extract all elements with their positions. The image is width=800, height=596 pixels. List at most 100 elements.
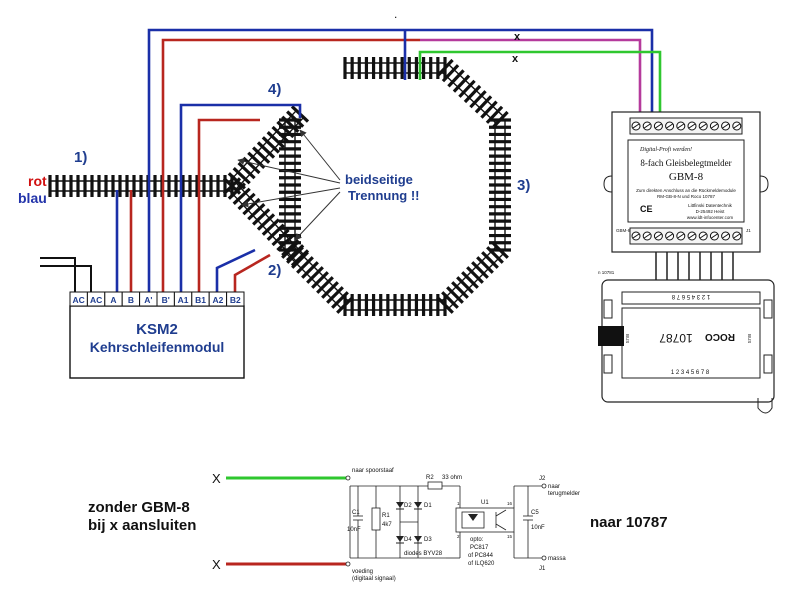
- gbm8-desc-line1: Zum direkten Anschluss an die Rückmeldem…: [636, 188, 736, 193]
- track-label-4: 4): [268, 81, 281, 98]
- ksm2-terminal-label: A': [144, 295, 152, 305]
- circuit-d2: D2: [404, 503, 412, 509]
- octagon-track-section: [343, 294, 447, 316]
- ksm2-terminal-label: B: [128, 295, 134, 305]
- ksm2-module: AC AC A B A' B' A1 B1 A2 B2 KSM2 Kehrschleifenmod…: [69, 291, 245, 379]
- wires: [40, 28, 734, 292]
- track-label-3: 3): [517, 177, 530, 194]
- gbm8-top-terminals: [631, 121, 742, 131]
- wire-b2-to-section2: [233, 253, 271, 292]
- gbm8-bottom-terminals: [631, 231, 742, 241]
- circuit-r1-value: 4k7: [382, 522, 392, 528]
- ksm2-terminal-label: B1: [195, 295, 206, 305]
- circuit-opto-line2: of PC844: [468, 553, 494, 559]
- gbm8-title-line1: 8-fach Gleisbelegtmelder: [640, 158, 731, 168]
- trennung-line2: Trennung !!: [348, 188, 420, 203]
- gbm8-desc-line2: RM-GB-8-N und Roco 10787: [657, 194, 716, 199]
- circuit-right-label: naar 10787: [590, 514, 668, 531]
- wire-label-x-green: x: [512, 53, 519, 65]
- ksm2-terminal-label: A1: [178, 295, 189, 305]
- wire-label-x-top: x: [514, 31, 521, 43]
- circuit-j2: J2: [539, 476, 546, 482]
- gbm8-maker-line2: D-25492 Heist: [696, 209, 726, 214]
- circuit-c5-value: 10nF: [531, 525, 545, 531]
- roco-top-numbers: 1 2 3 4 5 6 7 8: [671, 293, 710, 299]
- gbm8-maker-line1: Littfinski Datentechnik: [688, 203, 733, 208]
- ksm2-subtitle: Kehrschleifenmodul: [90, 339, 225, 355]
- circuit-j1: J1: [539, 566, 546, 572]
- gbm8-title-line2: GBM-8: [669, 171, 704, 183]
- octagon-track-section: [281, 241, 354, 314]
- ksm2-terminal-label: AC: [90, 295, 102, 305]
- ksm2-terminal-label: B2: [230, 295, 241, 305]
- circuit-left-line1: zonder GBM-8: [88, 499, 190, 516]
- track-label-2: 2): [268, 262, 281, 279]
- trennung-line1: beidseitige: [345, 172, 413, 187]
- circuit-naar-spoorstaaf: naar spoorstaaf: [352, 468, 394, 474]
- trennung-arrows: [237, 129, 341, 241]
- circuit-x-top: X: [212, 471, 221, 486]
- circuit-diodes: diodes BYV28: [404, 551, 443, 557]
- circuit-u1: U1: [481, 500, 489, 506]
- circuit-schematic: X X zonder GBM-8 bij x aansluiten naar 1…: [88, 468, 668, 582]
- circuit-d3: D3: [424, 537, 432, 543]
- circuit-r2-value: 33 ohm: [442, 475, 462, 481]
- gbm8-ce: CE: [640, 204, 653, 214]
- bus-connector: [598, 326, 624, 346]
- circuit-naar-line1: naar: [548, 484, 560, 490]
- circuit-c1: C1: [352, 510, 360, 516]
- circuit-pin1: 1: [457, 501, 460, 506]
- wire-green-x: [418, 50, 662, 120]
- roco-10787-module: 1 2 3 4 5 6 7 8 10787 ROCO BUS BUS 1 2 3…: [598, 279, 775, 414]
- wire-a1-to-section4: [179, 103, 302, 292]
- top-dot: .: [394, 7, 397, 21]
- wire-b1-to-section4: [197, 118, 260, 292]
- circuit-d4: D4: [404, 537, 412, 543]
- ksm2-terminal-label: B': [162, 295, 170, 305]
- ksm2-terminal-label: A: [110, 295, 116, 305]
- ksm2-terminal-strip: AC AC A B A' B' A1 B1 A2 B2: [69, 291, 245, 307]
- track-layout: [48, 57, 511, 316]
- lead-in-track: [48, 175, 234, 197]
- ksm2-terminal-label: AC: [73, 295, 85, 305]
- circuit-opto-line1: PC817: [470, 545, 489, 551]
- circuit-opto: opto:: [470, 537, 484, 543]
- gbm8-maker-line3: www.ldt-infocenter.com: [687, 215, 734, 220]
- roco-bus-right: BUS: [747, 334, 752, 343]
- circuit-d1: D1: [424, 503, 432, 509]
- ksm2-terminal: [226, 291, 245, 307]
- track-label-1: 1): [74, 149, 87, 166]
- wire-magenta-to-gbm: [420, 38, 642, 120]
- circuit-left-line2: bij x aansluiten: [88, 517, 196, 534]
- octagon-track-section: [436, 58, 509, 130]
- roco-brand: ROCO: [705, 331, 735, 342]
- circuit-pin2: 2: [457, 534, 460, 539]
- roco-bottom-numbers: 1 2 3 4 5 6 7 8: [671, 370, 710, 376]
- circuit-pin16: 16: [507, 501, 513, 506]
- circuit-voeding-line1: voeding: [352, 569, 373, 575]
- circuit-naar-line2: terugmelder: [548, 491, 580, 497]
- circuit-c5: C5: [531, 510, 539, 516]
- wire-a2-to-section2: [215, 248, 256, 292]
- octagon-track-section: [489, 118, 511, 252]
- circuit-c1-value: 10nF: [347, 527, 361, 533]
- gbm8-j1: J1: [746, 228, 751, 233]
- circuit-pin15: 15: [507, 534, 513, 539]
- gbm8-side-label: GBM-8: [616, 228, 631, 233]
- circuit-massa: massa: [548, 556, 566, 562]
- circuit-r2: R2: [426, 475, 434, 481]
- ksm2-terminal-label: A2: [212, 295, 223, 305]
- circuit-r1: R1: [382, 513, 390, 519]
- wire-ac-2: [40, 265, 92, 292]
- circuit-opto-line3: of ILQ620: [468, 561, 495, 567]
- ksm2-title: KSM2: [136, 321, 178, 338]
- gbm8-n-label: n 10781: [598, 270, 615, 275]
- circuit-voeding-line2: (digitaal signaal): [352, 576, 396, 582]
- octagon-track-section: [436, 241, 509, 314]
- track-label-rot: rot: [28, 173, 47, 189]
- track-label-blau: blau: [18, 190, 47, 206]
- wire-b-prime-loop: [161, 38, 420, 292]
- wire-a-prime-loop: [147, 28, 654, 292]
- roco-bus-left: BUS: [625, 334, 630, 343]
